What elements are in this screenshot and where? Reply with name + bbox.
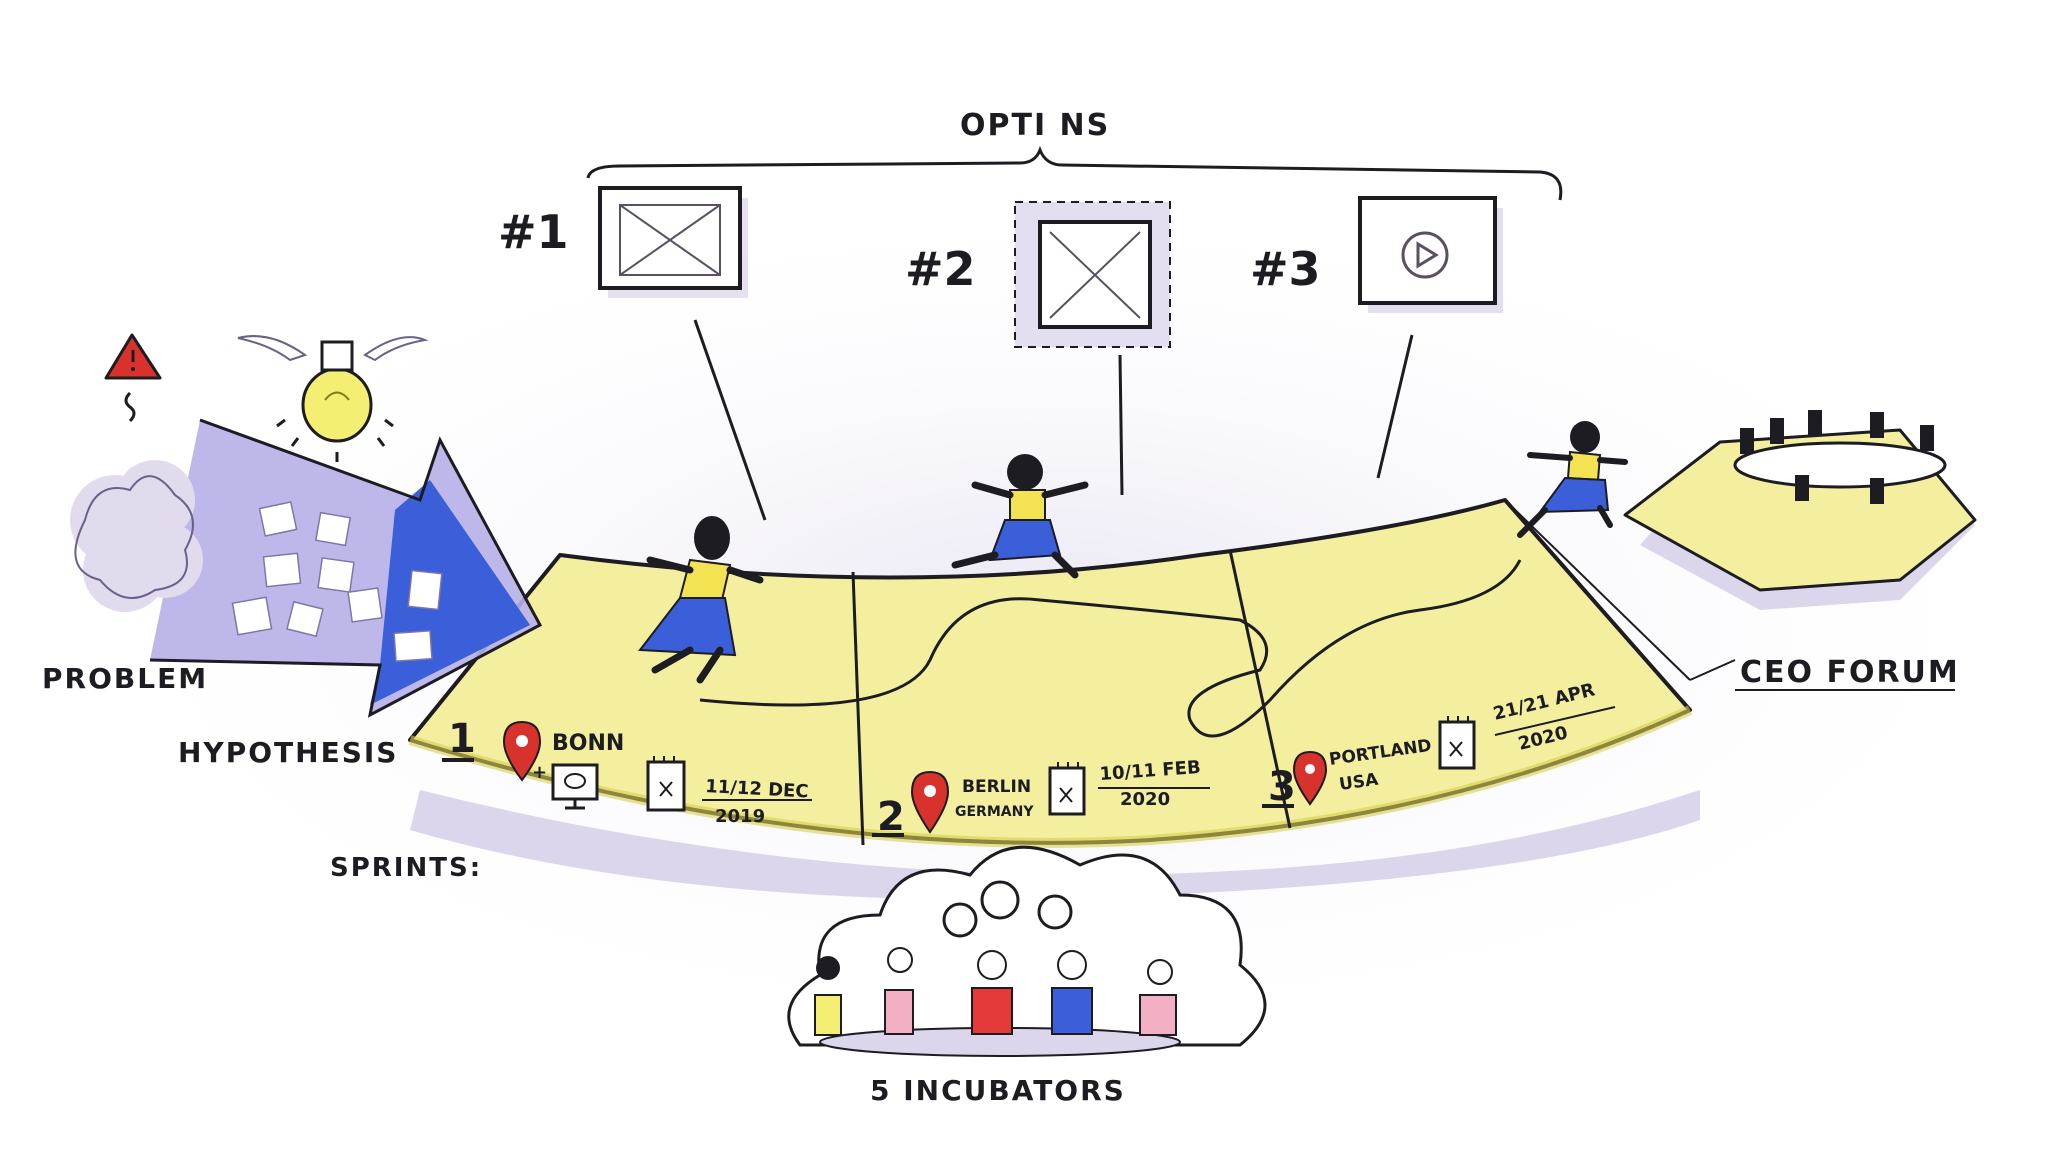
warning-icon <box>104 333 162 423</box>
option-2: #2 <box>905 201 1171 496</box>
winding-path <box>699 559 1522 738</box>
sprint-2-location-line1: BERLIN <box>962 777 1031 797</box>
runner-1 <box>638 516 764 684</box>
sprint-1-number: 1 <box>448 716 476 762</box>
sprint-2: 2 BERLIN GERMANY 10/11 FEB 2020 <box>872 757 1210 840</box>
sprint-2-date-line2: 2020 <box>1120 789 1170 810</box>
play-icon <box>1401 231 1449 279</box>
option-1-label: #1 <box>498 205 569 259</box>
calendar-icon <box>1438 716 1476 770</box>
option-3: #3 <box>1250 196 1503 479</box>
sprint-3-number: 3 <box>1268 764 1296 810</box>
problem-label: PROBLEM <box>42 662 208 695</box>
location-pin-icon <box>502 720 542 782</box>
option-2-label: #2 <box>905 242 976 296</box>
problem-cloud <box>70 460 203 612</box>
sprint-2-number: 2 <box>877 794 905 840</box>
monitor-icon <box>551 763 599 810</box>
road-divider-1 <box>851 571 865 846</box>
option-1: #1 <box>498 186 767 521</box>
image-placeholder-icon <box>619 204 721 276</box>
ceo-forum-label: CEO FORUM <box>1740 655 1960 690</box>
options-heading: OPTI NS <box>960 108 1110 143</box>
ceo-forum-platform <box>1504 410 1977 681</box>
option-3-frame <box>1358 196 1497 305</box>
sprint-1-date-line2: 2019 <box>715 806 765 827</box>
svg-text:+: + <box>532 762 547 783</box>
hypothesis-label: HYPOTHESIS <box>178 736 398 769</box>
options-brace <box>586 145 1563 201</box>
calendar-icon <box>1048 762 1086 816</box>
runner-3 <box>1517 421 1628 538</box>
sprint-1: 1 BONN + 11/12 DEC 2019 <box>442 716 812 827</box>
meeting-table <box>1733 441 1947 489</box>
location-pin-icon <box>1292 750 1328 806</box>
hypothesis-arrow <box>149 418 543 718</box>
sprints-label: SPRINTS: <box>330 853 482 883</box>
incubators-cloud <box>787 845 1267 1057</box>
road-divider-2 <box>1228 549 1292 829</box>
sprint-1-location: BONN <box>552 731 624 756</box>
calendar-icon <box>646 756 686 812</box>
runner-2 <box>951 454 1089 579</box>
option-3-label: #3 <box>1250 242 1321 296</box>
lightbulb-icon <box>237 335 429 462</box>
location-pin-icon <box>910 770 950 834</box>
incubator-team <box>814 947 1177 1036</box>
incubators-label: 5 INCUBATORS <box>870 1074 1126 1107</box>
image-placeholder-icon <box>1049 231 1141 319</box>
gear-icon <box>942 880 1073 938</box>
sprint-2-location-line2: GERMANY <box>955 804 1034 820</box>
road-shadow <box>410 790 1700 900</box>
